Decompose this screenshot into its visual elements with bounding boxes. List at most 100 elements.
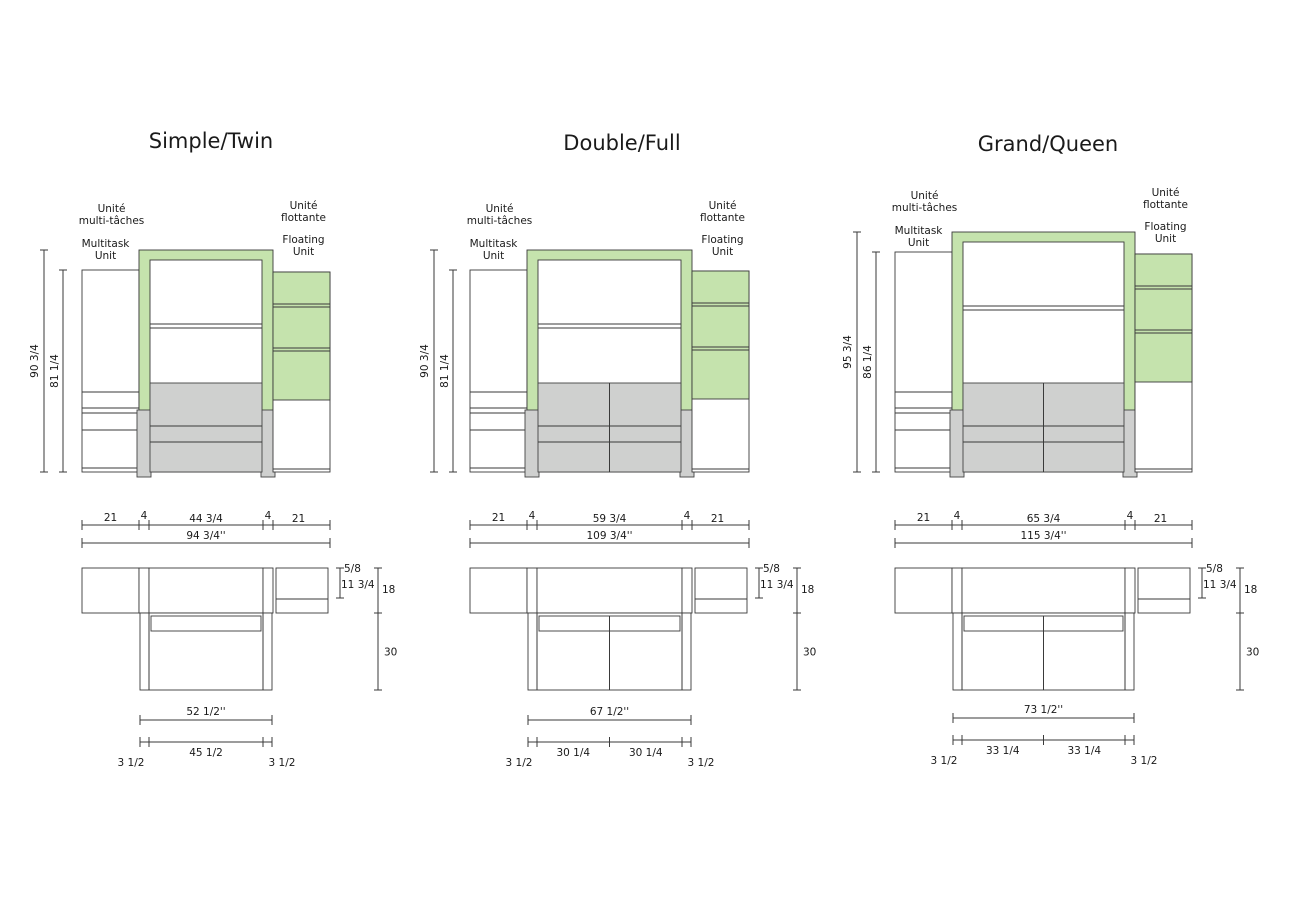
multitask-label-en: Multitask — [82, 238, 131, 250]
sofa-width-dim: 52 1/2'' — [186, 706, 225, 718]
seat-width-dim: 45 1/2 — [189, 747, 223, 759]
post-width-dim: 4 — [265, 510, 272, 522]
bed-width-dim: 65 3/4 — [1027, 513, 1061, 525]
cabinet-depth-dim: 18 — [382, 584, 395, 596]
floating-shelves — [1134, 253, 1193, 383]
multitask-label-fr: Unité — [98, 203, 126, 215]
bed-width-dim: 44 3/4 — [189, 513, 223, 525]
bed-depth-dim: 30 — [384, 647, 397, 659]
arm-width-dim: 3 1/2 — [1131, 755, 1158, 767]
multitask-label-en: Unit — [95, 250, 116, 262]
top-offset-dim: 5/8 — [1206, 563, 1223, 575]
overall-width-dim: 115 3/4'' — [1020, 530, 1066, 542]
multitask-label-en: Unit — [483, 250, 504, 262]
seat-width-dim: 33 1/4 — [986, 745, 1020, 757]
bed-width-dim: 59 3/4 — [593, 513, 627, 525]
right-unit-width-dim: 21 — [292, 513, 305, 525]
multitask-label-en: Multitask — [470, 238, 519, 250]
post-width-dim: 4 — [529, 510, 536, 522]
plan-floating-unit — [694, 567, 748, 614]
arm-width-dim: 3 1/2 — [506, 757, 533, 769]
multitask-unit — [894, 251, 953, 473]
floating-label-en: Floating — [1144, 221, 1186, 233]
floating-label-en: Unit — [293, 246, 314, 258]
plan-bed-cabinet — [961, 567, 1126, 614]
config-title: Simple/Twin — [149, 129, 273, 153]
cabinet-depth-dim: 18 — [1244, 584, 1257, 596]
sofa-arm-left — [524, 409, 540, 478]
shelf-depth-dim: 11 3/4 — [760, 579, 794, 591]
left-unit-width-dim: 21 — [492, 512, 505, 524]
shelf-depth-dim: 11 3/4 — [341, 579, 375, 591]
plan-floating-unit — [275, 567, 329, 614]
multitask-label-en: Unit — [908, 237, 929, 249]
overall-width-dim: 109 3/4'' — [586, 530, 632, 542]
multitask-unit — [469, 269, 528, 473]
seat-width-dim: 30 1/4 — [629, 747, 663, 759]
sofa-arm-left — [136, 409, 152, 478]
seat-width-dim: 30 1/4 — [556, 747, 590, 759]
bed-depth-dim: 30 — [803, 647, 816, 659]
multitask-label-fr: multi-tâches — [892, 202, 958, 214]
frame-height-dim: 81 1/4 — [49, 354, 61, 388]
frame-height-dim: 81 1/4 — [439, 354, 451, 388]
sofa-width-dim: 67 1/2'' — [590, 706, 629, 718]
floating-shelves — [272, 271, 331, 401]
floating-label-en: Floating — [701, 234, 743, 246]
floating-label-fr: Unité — [290, 200, 318, 212]
shelf-depth-dim: 11 3/4 — [1203, 579, 1237, 591]
multitask-label-fr: Unité — [911, 190, 939, 202]
top-offset-dim: 5/8 — [344, 563, 361, 575]
floating-label-fr: flottante — [1143, 199, 1188, 211]
floating-label-fr: Unité — [709, 200, 737, 212]
post-width-dim: 4 — [1127, 510, 1134, 522]
plan-post-left — [951, 567, 963, 614]
plan-post-right — [1124, 567, 1136, 614]
multitask-label-fr: Unité — [486, 203, 514, 215]
sofa-body — [149, 382, 263, 473]
plan-floating-unit — [1137, 567, 1191, 614]
config-title: Double/Full — [563, 131, 680, 155]
right-unit-width-dim: 21 — [1154, 513, 1167, 525]
bed-config-3: Grand/QueenUnitémulti-tâchesMultitaskUni… — [842, 132, 1259, 767]
floating-label-en: Unit — [1155, 233, 1176, 245]
top-offset-dim: 5/8 — [763, 563, 780, 575]
arm-width-dim: 3 1/2 — [269, 757, 296, 769]
arm-width-dim: 3 1/2 — [688, 757, 715, 769]
post-width-dim: 4 — [954, 510, 961, 522]
total-height-dim: 90 3/4 — [419, 344, 431, 378]
sofa-width-dim: 73 1/2'' — [1024, 704, 1063, 716]
left-unit-width-dim: 21 — [917, 512, 930, 524]
bed-config-1: Simple/TwinUnitémulti-tâchesMultitaskUni… — [29, 129, 397, 769]
cabinet-depth-dim: 18 — [801, 584, 814, 596]
plan-bed-cabinet — [148, 567, 264, 614]
config-title: Grand/Queen — [978, 132, 1118, 156]
left-unit-width-dim: 21 — [104, 512, 117, 524]
arm-width-dim: 3 1/2 — [931, 755, 958, 767]
arm-width-dim: 3 1/2 — [118, 757, 145, 769]
multitask-unit — [81, 269, 140, 473]
bed-config-2: Double/FullUnitémulti-tâchesMultitaskUni… — [419, 131, 816, 769]
plan-bed-cabinet — [536, 567, 683, 614]
floating-label-en: Unit — [712, 246, 733, 258]
plan-multitask-unit — [469, 567, 528, 614]
plan-post-right — [262, 567, 274, 614]
plan-multitask-unit — [81, 567, 140, 614]
floating-label-en: Floating — [282, 234, 324, 246]
plan-post-left — [138, 567, 150, 614]
plan-headboard — [150, 615, 262, 632]
total-height-dim: 95 3/4 — [842, 335, 854, 369]
floating-shelves — [691, 270, 750, 400]
plan-post-right — [681, 567, 693, 614]
multitask-label-fr: multi-tâches — [79, 215, 145, 227]
post-width-dim: 4 — [141, 510, 148, 522]
seat-width-dim: 33 1/4 — [1067, 745, 1101, 757]
plan-multitask-unit — [894, 567, 953, 614]
post-width-dim: 4 — [684, 510, 691, 522]
multitask-label-fr: multi-tâches — [467, 215, 533, 227]
frame-height-dim: 86 1/4 — [862, 345, 874, 379]
sofa-arm-left — [949, 409, 965, 478]
overall-width-dim: 94 3/4'' — [186, 530, 225, 542]
floating-label-fr: Unité — [1152, 187, 1180, 199]
